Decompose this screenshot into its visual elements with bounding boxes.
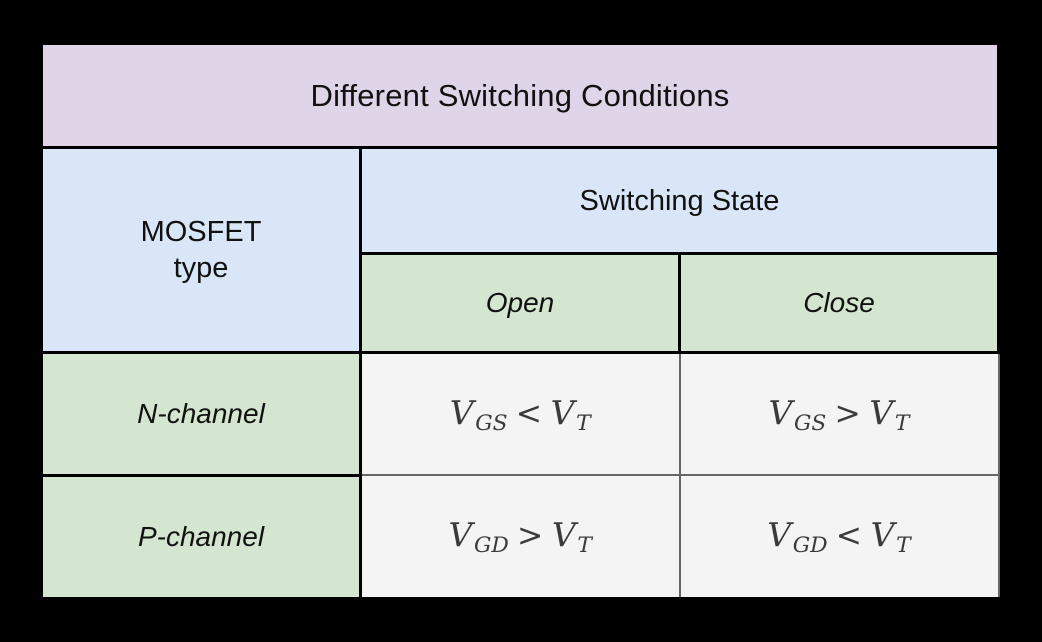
math-subscript: GD: [474, 533, 509, 559]
math-var: V: [869, 392, 894, 432]
row-label-text: P-channel: [137, 521, 265, 553]
table-title: Different Switching Conditions: [310, 77, 730, 113]
table-title-row: Different Switching Conditions: [40, 41, 1000, 150]
cell-p-channel-open: VGD>VT: [360, 475, 681, 601]
math-expression: VGD<VT: [767, 515, 910, 558]
math-expression: VGD>VT: [448, 515, 592, 558]
math-var: V: [551, 515, 577, 555]
math-expression: VGS>VT: [768, 392, 910, 436]
math-relation: >: [834, 395, 862, 432]
math-var: V: [448, 515, 473, 555]
math-subscript: T: [576, 410, 591, 436]
math-var: V: [768, 392, 793, 432]
math-var: V: [767, 515, 792, 555]
math-var: V: [449, 392, 475, 432]
math-relation: <: [835, 518, 863, 555]
column-header-close: Close: [679, 253, 1000, 354]
column-header-open: Open: [360, 253, 681, 354]
switching-conditions-table: Different Switching Conditions MOSFET ty…: [40, 41, 1000, 601]
corner-header-line1: MOSFET: [140, 215, 262, 248]
math-subscript: GS: [475, 410, 508, 436]
table-row: N-channel VGS<VT VGS>VT: [40, 352, 1000, 477]
column-header-close-label: Close: [803, 287, 875, 319]
math-expression: VGS<VT: [449, 392, 591, 436]
row-label-n-channel: N-channel: [40, 352, 362, 477]
math-relation: >: [517, 518, 544, 555]
math-relation: <: [515, 395, 543, 432]
corner-header-mosfet-type: MOSFET type: [40, 147, 362, 354]
column-header-open-label: Open: [485, 287, 555, 319]
cell-n-channel-close: VGS>VT: [679, 352, 1000, 477]
math-subscript: GD: [792, 533, 828, 559]
cell-p-channel-close: VGD<VT: [679, 475, 1000, 601]
cell-n-channel-open: VGS<VT: [360, 352, 681, 477]
math-var: V: [550, 392, 575, 432]
math-subscript: GS: [794, 410, 827, 436]
row-label-text: N-channel: [137, 398, 265, 430]
group-header-switching-state: Switching State: [360, 147, 1000, 256]
table: Different Switching Conditions MOSFET ty…: [40, 41, 1000, 601]
corner-header-line2: type: [173, 252, 229, 285]
math-var: V: [870, 515, 896, 555]
row-label-p-channel: P-channel: [40, 475, 362, 601]
column-header-row: Open Close: [42, 253, 1000, 354]
math-subscript: T: [894, 410, 910, 436]
table-title-cell: Different Switching Conditions: [40, 41, 1000, 150]
math-subscript: T: [896, 533, 911, 559]
group-header-label: Switching State: [579, 184, 780, 217]
table-row: P-channel VGD>VT VGD<VT: [40, 475, 1000, 601]
group-header-row: MOSFET type Switching State: [40, 147, 1000, 354]
math-subscript: T: [577, 533, 592, 559]
